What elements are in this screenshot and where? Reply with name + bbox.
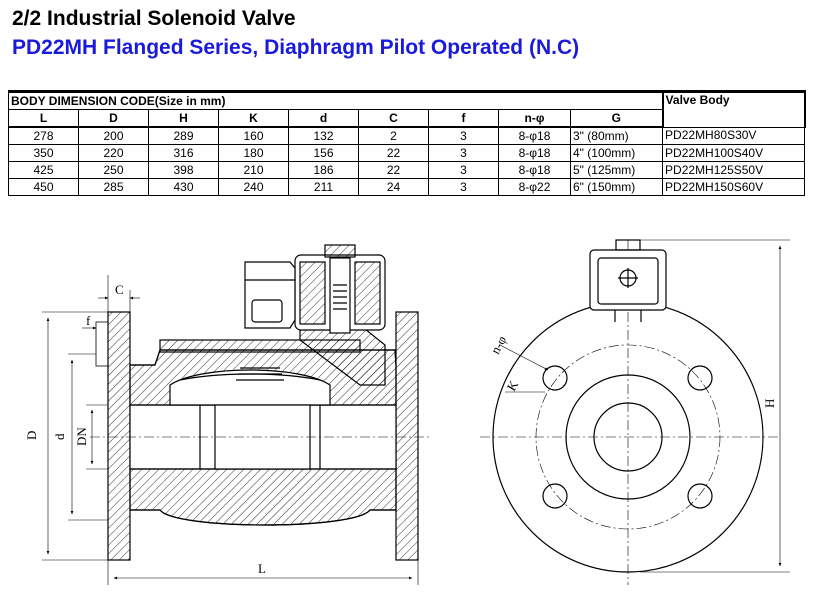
cell: 450 bbox=[8, 178, 79, 196]
label-n-phi: n-φ bbox=[487, 333, 509, 356]
label-DN: DN bbox=[74, 427, 89, 446]
cell: 4" (100mm) bbox=[569, 144, 664, 162]
label-f: f bbox=[86, 313, 91, 328]
cell-model: PD22MH150S60V bbox=[662, 178, 806, 196]
bolt-hole bbox=[687, 483, 713, 509]
label-D: D bbox=[24, 431, 39, 440]
label-L: L bbox=[258, 561, 266, 576]
cell: 200 bbox=[78, 126, 149, 145]
label-H: H bbox=[762, 399, 777, 408]
cell: 160 bbox=[218, 126, 289, 145]
label-C: C bbox=[115, 282, 124, 297]
col-header: D bbox=[78, 109, 149, 128]
spring bbox=[236, 367, 284, 381]
cable-gland bbox=[251, 299, 283, 323]
cell: 6" (150mm) bbox=[569, 178, 664, 196]
cell: 211 bbox=[288, 178, 359, 196]
col-header: K bbox=[218, 109, 289, 128]
body-bottom-section bbox=[129, 468, 397, 526]
table-group-header: BODY DIMENSION CODE(Size in mm) bbox=[7, 90, 664, 110]
label-K: K bbox=[504, 377, 522, 393]
top-nut bbox=[324, 244, 356, 258]
plunger-spring bbox=[333, 284, 347, 310]
table-row: 278 200 289 160 132 2 3 8-φ18 3" (80mm) … bbox=[8, 126, 806, 145]
table-valve-body-header: Valve Body bbox=[661, 90, 806, 128]
cell: 24 bbox=[358, 178, 429, 196]
cell: 350 bbox=[8, 144, 79, 162]
col-header: f bbox=[428, 109, 499, 128]
bolt-hole bbox=[542, 365, 568, 391]
cell: 132 bbox=[288, 126, 359, 145]
col-header: H bbox=[148, 109, 219, 128]
col-header: C bbox=[358, 109, 429, 128]
col-header: L bbox=[8, 109, 79, 128]
title-product-type: 2/2 Industrial Solenoid Valve bbox=[12, 7, 296, 30]
cell: 3" (80mm) bbox=[569, 126, 664, 145]
right-flange bbox=[395, 311, 419, 561]
cell: 240 bbox=[218, 178, 289, 196]
cell: 285 bbox=[78, 178, 149, 196]
cell: 8-φ22 bbox=[498, 178, 571, 196]
left-flange bbox=[107, 311, 131, 561]
dimension-table: BODY DIMENSION CODE(Size in mm) Valve Bo… bbox=[7, 90, 806, 196]
cell: 8-φ18 bbox=[498, 126, 571, 145]
table-row: 425 250 398 210 186 22 3 8-φ18 5" (125mm… bbox=[8, 161, 806, 179]
diaphragm-chamber bbox=[169, 369, 331, 406]
side-view bbox=[42, 244, 430, 585]
col-header: G bbox=[569, 109, 664, 128]
front-view bbox=[480, 239, 790, 585]
label-d: d bbox=[52, 433, 67, 440]
col-header: n-φ bbox=[498, 109, 571, 128]
bolt-hole bbox=[687, 365, 713, 391]
table-row: 450 285 430 240 211 24 3 8-φ22 6" (150mm… bbox=[8, 178, 806, 196]
bolt-hole bbox=[542, 483, 568, 509]
col-header: d bbox=[288, 109, 359, 128]
cell: 250 bbox=[78, 161, 149, 179]
title-series: PD22MH Flanged Series, Diaphragm Pilot O… bbox=[12, 36, 580, 59]
